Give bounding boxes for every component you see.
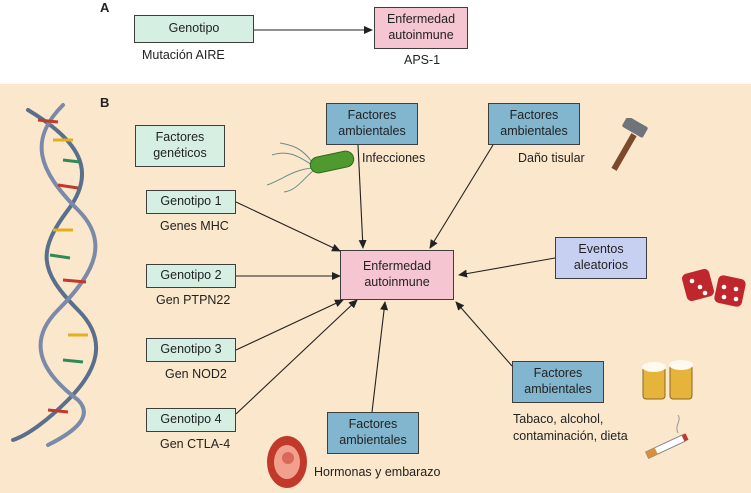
genotype-4-caption: Gen CTLA-4 <box>160 437 231 451</box>
arrow-dano-tisular <box>429 144 494 249</box>
env-infections-caption: Infecciones <box>362 151 426 165</box>
env-lifestyle-caption: Tabaco, alcohol, contaminación, dieta <box>513 412 628 443</box>
arrow-genotipo-4 <box>235 299 358 415</box>
env-tissue-caption: Daño tisular <box>518 151 585 165</box>
env-hormones-caption: Hormonas y embarazo <box>314 465 441 479</box>
arrow-tabaco <box>455 301 513 367</box>
genotype-3-caption: Gen NOD2 <box>165 367 227 381</box>
arrow-genotipo-1 <box>235 201 341 252</box>
disease-box-a: Enfermedad autoinmune <box>374 7 468 49</box>
dice-icon <box>681 268 746 307</box>
embryo-icon <box>267 436 307 488</box>
genotype-1-caption: Genes MHC <box>160 219 229 233</box>
arrow-genotipo-3 <box>235 299 344 351</box>
genotype-box-a: Genotipo <box>134 15 254 43</box>
panel-a-letter: A <box>100 0 110 15</box>
dna-helix-icon <box>11 103 98 447</box>
env-tissue-box: Factores ambientales <box>488 103 580 145</box>
env-lifestyle-box: Factores ambientales <box>512 361 604 403</box>
arrow-infecciones <box>357 144 367 249</box>
genotype-2-box: Genotipo 2 <box>146 264 236 288</box>
genotype-2-caption: Gen PTPN22 <box>156 293 231 307</box>
disease-box-b: Enfermedad autoinmune <box>340 250 454 300</box>
arrow-hormonas <box>371 301 389 413</box>
genotype-caption-a: Mutación AIRE <box>142 48 225 62</box>
env-infections-box: Factores ambientales <box>326 103 418 145</box>
env-hormones-box: Factores ambientales <box>327 412 419 454</box>
beer-mugs-icon <box>642 360 693 400</box>
random-events-box: Eventos aleatorios <box>555 237 647 279</box>
hammer-icon <box>611 118 648 171</box>
cigarette-icon <box>644 415 689 459</box>
arrow-eventos <box>458 257 556 278</box>
genetic-factors-box: Factores genéticos <box>135 125 225 167</box>
panel-b-letter: B <box>100 95 110 110</box>
genotype-3-box: Genotipo 3 <box>146 338 236 362</box>
genotype-1-box: Genotipo 1 <box>146 190 236 214</box>
disease-caption-a: APS-1 <box>404 53 441 67</box>
genotype-4-box: Genotipo 4 <box>146 408 236 432</box>
bacteria-icon <box>266 142 355 193</box>
